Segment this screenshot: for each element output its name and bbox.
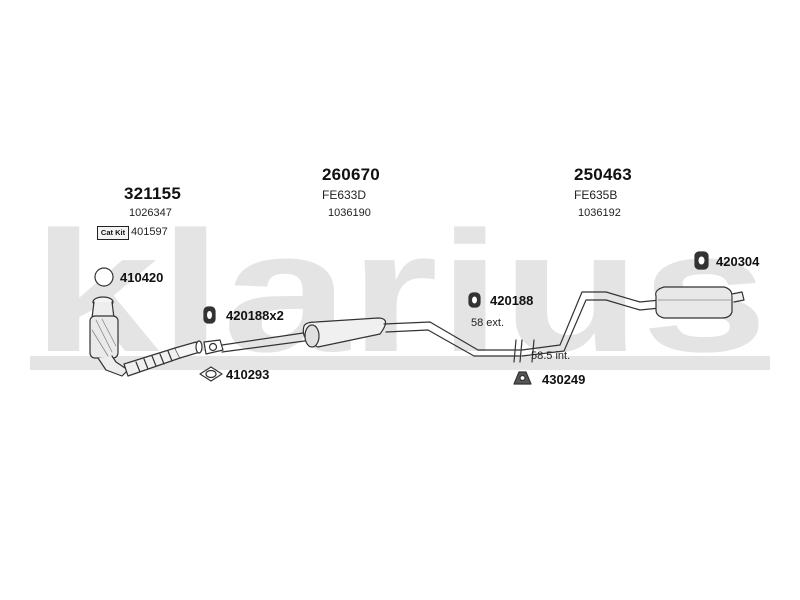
rear-pipe-shape (521, 286, 745, 357)
fitting-label-420304: 420304 (716, 254, 760, 269)
code-FE633D: FE633D (322, 188, 367, 202)
part-number-250463: 250463 (574, 165, 632, 184)
middle-pipe-shape (221, 317, 521, 357)
gasket-shape (203, 339, 224, 355)
cat-kit-badge: Cat Kit (97, 226, 129, 240)
fitting-label-430249: 430249 (542, 372, 586, 387)
fitting-label-420188: 420188 (490, 293, 534, 308)
fitting-430249-icon (513, 371, 532, 385)
fitting-label-420188x2: 420188x2 (226, 308, 284, 323)
fitting-label-410420: 410420 (120, 270, 164, 285)
cat-kit-number: 401597 (131, 226, 168, 238)
reference-1036192: 1036192 (578, 207, 621, 219)
watermark-text: klarius (32, 206, 768, 376)
front-flex-pipe-shape (123, 340, 203, 377)
fitting-410420-icon (94, 267, 114, 287)
fitting-label-410293: 410293 (226, 367, 270, 382)
catalytic-converter-shape (89, 296, 129, 377)
joint-markers-shape (513, 339, 535, 363)
reference-1026347: 1026347 (129, 207, 172, 219)
fitting-420188x2-icon (203, 306, 216, 324)
code-FE635B: FE635B (574, 188, 618, 202)
note-ext: 58 ext. (471, 317, 505, 329)
note-int: 58.5 int. (531, 350, 571, 362)
reference-1036190: 1036190 (328, 207, 371, 219)
klarius-watermark: klarius (30, 206, 770, 376)
part-number-260670: 260670 (322, 165, 380, 184)
fitting-420188-icon (468, 292, 481, 308)
fitting-420304-icon (694, 251, 709, 270)
part-number-321155: 321155 (124, 184, 181, 203)
fitting-410293-icon (199, 366, 223, 382)
